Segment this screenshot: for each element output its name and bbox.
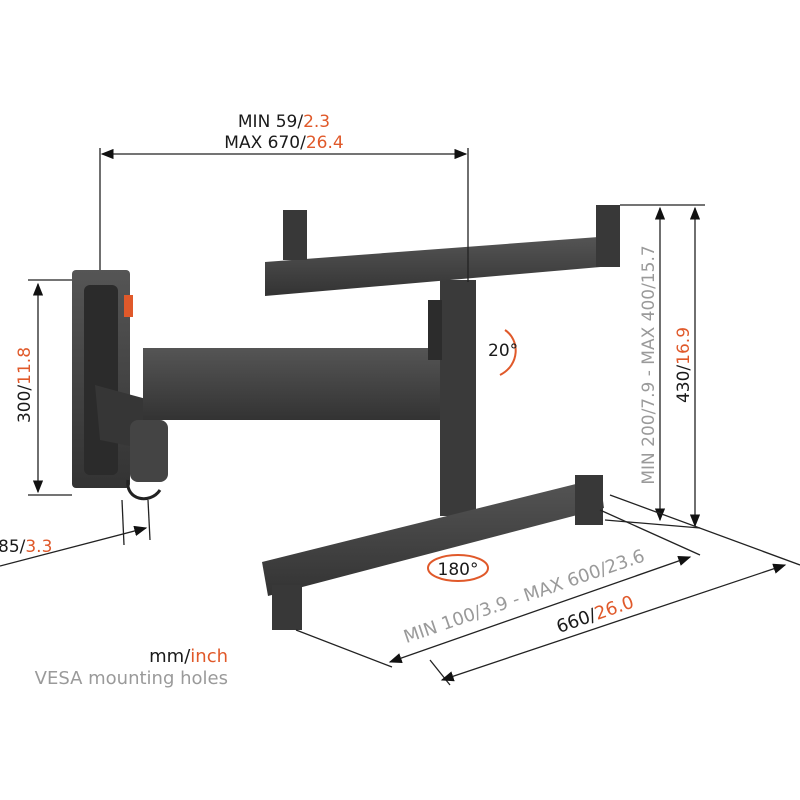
dimension-lines [0, 148, 800, 686]
vesa-vertical-label: MIN 200/7.9 - MAX 400/15.7 [639, 245, 659, 484]
wall-depth-label: 85/3.3 [0, 537, 52, 557]
arm-reach-max-label: MAX 670/26.4 [224, 133, 343, 153]
extension-arm [143, 348, 443, 420]
tilt-arrow-icon [499, 329, 517, 376]
vesa-note: VESA mounting holes [35, 668, 228, 689]
total-height-label: 430/16.9 [674, 327, 694, 403]
orange-tab [124, 295, 133, 317]
top-bar [265, 236, 612, 296]
vertical-column [440, 280, 476, 516]
bottom-bar [262, 478, 604, 596]
tilt-label: 20° [488, 341, 518, 361]
units-legend: mm/inch [149, 646, 228, 667]
arm-reach-min-label: MIN 59/2.3 [238, 112, 330, 132]
wall-mount-illustration [72, 205, 620, 630]
swivel-label: 180° [438, 560, 479, 580]
total-width-label: 660/26.0 [554, 592, 637, 638]
swivel-arrow-icon [427, 554, 489, 582]
wall-plate-height-label: 300/11.8 [15, 347, 35, 423]
